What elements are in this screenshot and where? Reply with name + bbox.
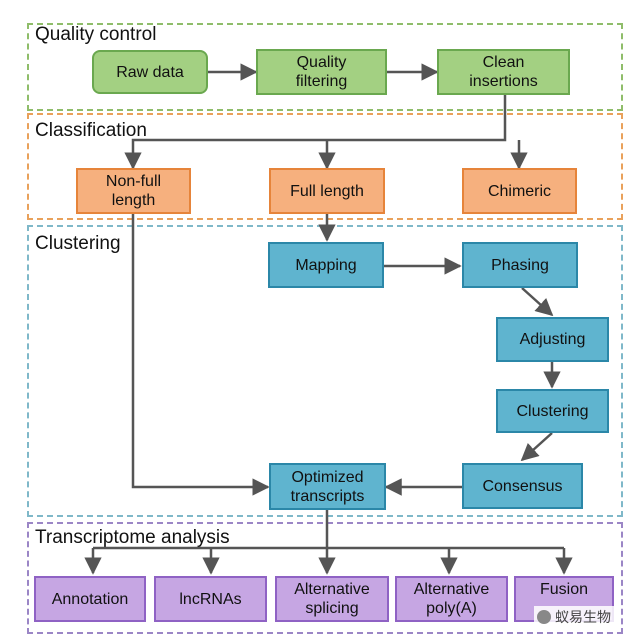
node-annotation: Annotation bbox=[34, 576, 146, 622]
node-adjusting: Adjusting bbox=[496, 317, 609, 362]
node-optimized-transcripts: Optimized transcripts bbox=[269, 463, 386, 510]
node-clustering: Clustering bbox=[496, 389, 609, 433]
classification-title: Classification bbox=[35, 120, 147, 141]
transcriptome-title: Transcriptome analysis bbox=[35, 527, 230, 548]
quality-control-title: Quality control bbox=[35, 24, 157, 45]
node-non-full-length: Non-full length bbox=[76, 168, 191, 214]
wechat-icon bbox=[537, 610, 551, 624]
watermark: 蚁易生物 bbox=[534, 606, 614, 628]
node-mapping: Mapping bbox=[268, 242, 384, 288]
classification-section bbox=[27, 113, 623, 220]
node-chimeric: Chimeric bbox=[462, 168, 577, 214]
node-clean-insertions: Clean insertions bbox=[437, 49, 570, 95]
arrow-nonfull-to-optimized bbox=[131, 214, 270, 496]
node-phasing: Phasing bbox=[462, 242, 578, 288]
watermark-text: 蚁易生物 bbox=[555, 609, 611, 625]
transcriptome-section bbox=[27, 522, 623, 634]
quality-control-section bbox=[27, 23, 623, 111]
node-quality-filtering: Quality filtering bbox=[256, 49, 387, 95]
arrow-to-nonfull bbox=[124, 95, 507, 170]
node-alternative-polya: Alternative poly(A) bbox=[395, 576, 508, 622]
arrow-phasing-to-adjusting bbox=[521, 287, 554, 317]
node-consensus: Consensus bbox=[462, 463, 583, 509]
arrow-clustering-to-consensus bbox=[520, 432, 553, 462]
node-lncrnas: lncRNAs bbox=[154, 576, 267, 622]
node-raw-data: Raw data bbox=[92, 50, 208, 94]
node-alternative-splicing: Alternative splicing bbox=[275, 576, 389, 622]
node-full-length: Full length bbox=[269, 168, 385, 214]
clustering-title: Clustering bbox=[35, 233, 121, 254]
